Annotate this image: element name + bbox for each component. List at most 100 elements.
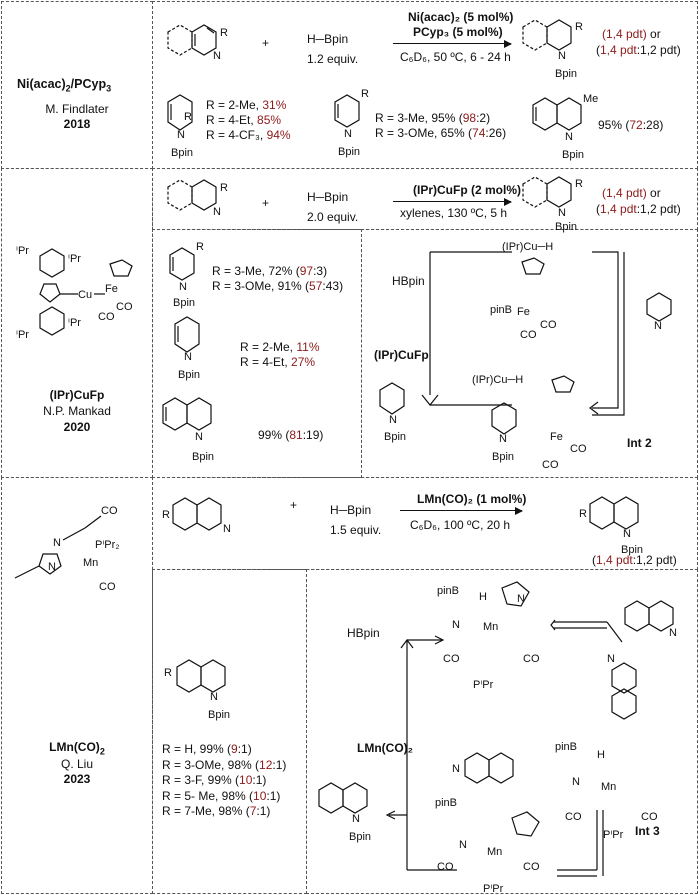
svg-text:CO: CO <box>520 329 537 341</box>
svg-text:pinB: pinB <box>437 585 459 597</box>
section1-cond2: PCyp₃ (5 mol%) <box>413 25 503 39</box>
svg-text:R: R <box>162 509 170 521</box>
svg-text:pinB: pinB <box>555 741 577 753</box>
section1-reagent: H─Bpin <box>307 32 349 46</box>
section2-cycle-diagram: (IPr)Cu─H pinB Fe CO CO N N Bpin (IPr)Cu… <box>379 241 672 471</box>
svg-text:N: N <box>48 561 56 573</box>
svg-text:H: H <box>479 591 487 603</box>
svg-text:Bpin: Bpin <box>384 431 406 443</box>
section1-arrow <box>393 39 512 48</box>
svg-text:pinB: pinB <box>435 797 457 809</box>
section3-substrate-structure: R N <box>162 497 231 535</box>
svg-text:N: N <box>179 281 187 293</box>
svg-text:PⁱPr: PⁱPr <box>483 883 504 895</box>
section2-dihydropyridine-structure: N Bpin <box>174 316 200 381</box>
svg-text:N: N <box>517 593 525 605</box>
svg-text:R: R <box>575 21 583 33</box>
svg-text:PⁱPr: PⁱPr <box>603 829 624 841</box>
section2-cycle-int: Int 2 <box>627 436 652 450</box>
svg-text:N: N <box>213 206 221 218</box>
section1-cond3: C₆D₆, 50 ºC, 6 - 24 h <box>400 50 511 64</box>
svg-text:Bpin: Bpin <box>621 544 643 556</box>
svg-text:Bpin: Bpin <box>562 149 584 161</box>
svg-text:Mn: Mn <box>483 621 498 633</box>
svg-text:CO: CO <box>116 301 133 313</box>
svg-text:CO: CO <box>98 311 115 323</box>
svg-text:R: R <box>579 508 587 520</box>
section2-reagent: H─Bpin <box>307 190 349 204</box>
section2-r-list-b: R = 2-Me, 11% R = 4-Et, 27% <box>240 340 320 369</box>
section2-equiv: 2.0 equiv. <box>307 210 359 224</box>
svg-text:CO: CO <box>565 811 582 823</box>
section1-sel-a: (1,4 pdt) or <box>602 27 661 41</box>
section1-quin-yield: 95% (72:28) <box>598 118 664 132</box>
svg-text:N: N <box>572 776 580 788</box>
svg-text:CO: CO <box>540 319 557 331</box>
section2-arrow <box>393 197 512 206</box>
svg-text:Fe: Fe <box>550 431 563 443</box>
svg-text:N: N <box>389 414 397 426</box>
svg-text:N: N <box>452 763 460 775</box>
svg-text:Mn: Mn <box>83 557 98 569</box>
section2-sel-b: (1,4 pdt:1,2 pdt) <box>596 202 681 216</box>
section2-cycle-catalyst: (IPr)CuFp <box>374 348 429 362</box>
section2-sel-a: (1,4 pdt) or <box>602 186 661 200</box>
section3-plus: + <box>290 498 298 512</box>
svg-text:R: R <box>575 178 583 190</box>
svg-text:Cu: Cu <box>78 289 92 301</box>
svg-text:N: N <box>459 839 467 851</box>
section1-r-list-left: R = 2-Me, 31% R = 4-Et, 85% R = 4-CF₃, 9… <box>206 98 291 142</box>
svg-text:Bpin: Bpin <box>349 831 371 843</box>
svg-text:CO: CO <box>570 443 587 455</box>
section3-cycle-catalyst: LMn(CO)₂ <box>357 741 413 755</box>
svg-text:CO: CO <box>437 861 454 873</box>
section3-product-list-structure: R N Bpin <box>164 659 230 721</box>
section3-cycle-diagram: pinB H N N Mn CO CO PⁱPr N N pinB H N Mn… <box>318 581 677 895</box>
section3-catalyst-name: LMn(CO)2 <box>49 740 105 757</box>
section2-author: N.P. Mankad <box>43 404 111 418</box>
section3-product-structure: R N Bpin <box>579 496 643 556</box>
svg-text:N: N <box>607 653 615 665</box>
svg-text:N: N <box>669 627 677 639</box>
section2-3-subst-structure: R N Bpin <box>169 241 204 309</box>
svg-text:Bpin: Bpin <box>555 221 577 233</box>
svg-text:Bpin: Bpin <box>178 369 200 381</box>
section1-plus: + <box>262 36 270 50</box>
section1-author: M. Findlater <box>45 102 109 116</box>
section3-cycle-int: Int 3 <box>635 824 660 838</box>
section1-sel-b: (1,4 pdt:1,2 pdt) <box>596 43 681 57</box>
svg-text:Me: Me <box>583 93 598 105</box>
svg-text:N: N <box>565 131 573 143</box>
svg-text:ⁱPr: ⁱPr <box>16 329 29 341</box>
svg-text:N: N <box>499 433 507 445</box>
svg-text:H: H <box>597 749 605 761</box>
section3-br-box <box>306 569 698 894</box>
section3-cycle-hbpin: HBpin <box>347 626 380 640</box>
svg-text:Bpin: Bpin <box>173 297 195 309</box>
svg-text:CO: CO <box>99 581 116 593</box>
section1-3-subst-structure: R N Bpin <box>334 88 369 158</box>
section3-author: Q. Liu <box>60 757 93 771</box>
section3-equiv: 1.5 equiv. <box>330 523 382 537</box>
svg-text:N: N <box>195 431 203 443</box>
svg-text:PⁱPr: PⁱPr <box>473 679 494 691</box>
section2-r-list-a: R = 3-Me, 72% (97:3) R = 3-OMe, 91% (57:… <box>212 264 344 293</box>
svg-text:N: N <box>213 50 221 62</box>
svg-text:Bpin: Bpin <box>192 451 214 463</box>
section1-equiv: 1.2 equiv. <box>307 52 359 66</box>
svg-text:N: N <box>623 528 631 540</box>
section3-reagent: H─Bpin <box>330 503 372 517</box>
section2-year: 2020 <box>63 420 91 434</box>
svg-text:CO: CO <box>542 459 559 471</box>
svg-text:ⁱPr: ⁱPr <box>68 253 81 265</box>
svg-text:R: R <box>361 88 369 100</box>
section2-substrate-structure: N R <box>167 179 228 218</box>
svg-text:N: N <box>210 691 218 703</box>
section2-cond2: xylenes, 130 ºC, 5 h <box>400 206 508 220</box>
svg-text:(IPr)Cu─H: (IPr)Cu─H <box>502 241 553 253</box>
section2-plus: + <box>262 196 270 210</box>
svg-text:Bpin: Bpin <box>555 68 577 80</box>
section2-quin-yield: 99% (81:19) <box>258 428 324 442</box>
section2-catalyst-structure: ⁱPr ⁱPr ⁱPr ⁱPr Cu Fe CO CO <box>16 245 133 341</box>
svg-text:N: N <box>177 129 185 141</box>
